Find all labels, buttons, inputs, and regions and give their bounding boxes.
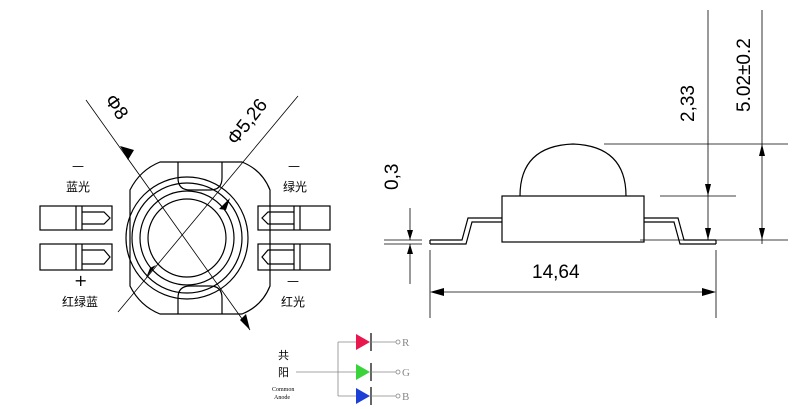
led-green-icon xyxy=(356,364,370,380)
side-view: 0,3 14,64 2,33 5.02±0.2 xyxy=(382,10,788,318)
dim-total-height: 5.02±0.2 xyxy=(734,38,755,112)
led-red-icon xyxy=(356,334,370,350)
common-anode-en-2: Anode xyxy=(274,395,290,401)
label-blue: 蓝光 xyxy=(66,180,90,194)
minus-mark-bottom-right: — xyxy=(287,274,299,288)
common-anode-cn-1: 共 xyxy=(278,349,289,362)
label-r: R xyxy=(402,337,410,349)
left-pads xyxy=(39,205,113,271)
outer-lens-ring xyxy=(125,176,249,300)
common-anode-en-1: Common xyxy=(272,387,294,393)
dim-inner-diameter: Φ5,26 xyxy=(223,95,272,149)
label-rgb: 红绿蓝 xyxy=(62,294,98,309)
lens-dome xyxy=(519,143,627,197)
led-blue-icon xyxy=(356,388,370,404)
rgb-schematic: 共 阳 Common Anode R G B xyxy=(272,333,410,405)
label-b: B xyxy=(402,391,409,403)
plus-mark-left: + xyxy=(74,271,87,290)
dim-outer-diameter: Φ8 xyxy=(100,91,132,124)
package-body xyxy=(129,161,271,315)
minus-mark-right: — xyxy=(288,159,300,173)
side-body xyxy=(501,195,645,243)
right-pads xyxy=(257,205,331,271)
label-red: 红光 xyxy=(281,294,305,309)
inner-lens xyxy=(147,198,227,278)
common-anode-cn-2: 阳 xyxy=(278,366,289,379)
label-green: 绿光 xyxy=(283,179,307,194)
dim-total-length: 14,64 xyxy=(532,262,580,283)
dim-dome-height: 2,33 xyxy=(678,85,699,122)
minus-mark-left: — xyxy=(72,159,84,173)
dim-lead-thickness: 0,3 xyxy=(382,164,403,190)
front-view: Φ8 Φ5,26 — — + — 蓝光 绿光 红绿蓝 红光 xyxy=(39,91,331,331)
lead-left xyxy=(430,217,502,245)
label-g: G xyxy=(402,367,410,379)
